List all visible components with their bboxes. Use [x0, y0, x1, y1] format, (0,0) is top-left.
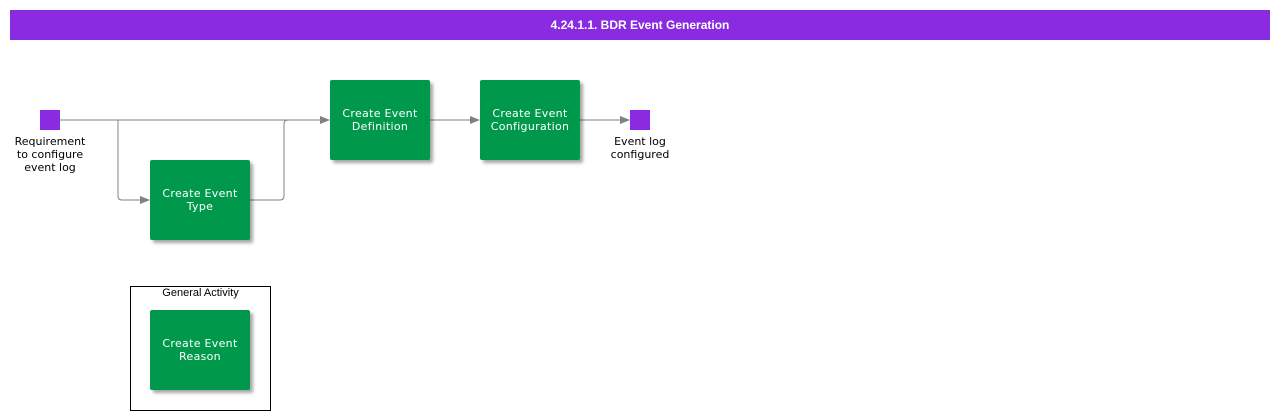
diagram-title: 4.24.1.1. BDR Event Generation: [550, 18, 730, 32]
general-activity-label: General Activity: [162, 287, 239, 299]
end-event[interactable]: [630, 110, 650, 130]
start-event[interactable]: [40, 110, 60, 130]
task-create-event-configuration[interactable]: Create Event Configuration: [480, 80, 580, 160]
end-event-label: Event log configured: [610, 135, 670, 161]
task-create-event-definition[interactable]: Create Event Definition: [330, 80, 430, 160]
general-activity-group: General Activity: [130, 286, 271, 411]
task-create-event-type[interactable]: Create Event Type: [150, 160, 250, 240]
diagram-title-bar: 4.24.1.1. BDR Event Generation: [10, 10, 1270, 40]
flow-start-to-event-type: [117, 120, 150, 204]
start-event-label: Requirement to configure event log: [14, 135, 86, 174]
flow-event-type-to-definition: [250, 119, 289, 201]
task-create-event-reason[interactable]: Create Event Reason: [150, 310, 250, 390]
